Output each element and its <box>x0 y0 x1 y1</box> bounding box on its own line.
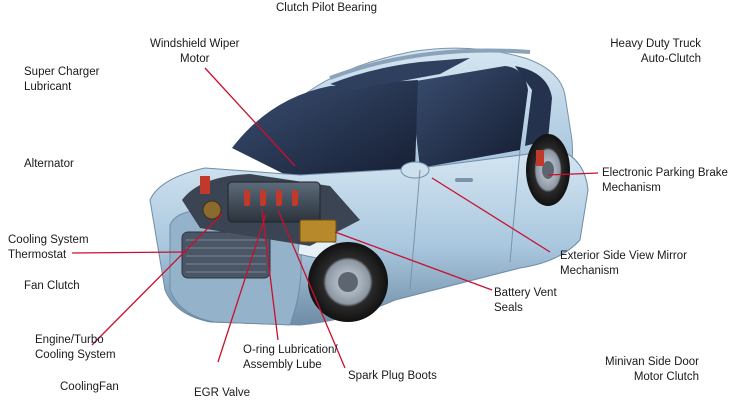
grille <box>181 231 271 279</box>
label-super-charger: Super Charger Lubricant <box>24 66 100 93</box>
side-window <box>410 66 528 168</box>
alternator-part <box>202 200 222 220</box>
leader-electronic-parking-brake <box>547 172 599 176</box>
leader-engine-turbo <box>91 213 223 346</box>
front-wheel <box>308 242 388 322</box>
label-heavy-duty-truck: Heavy Duty Truck Auto-Clutch <box>610 38 701 65</box>
label-electronic-parking-brake: Electronic Parking Brake Mechanism <box>602 167 728 194</box>
leader-oring <box>261 209 279 341</box>
leader-cooling-thermostat <box>71 251 187 254</box>
label-cooling-fan: CoolingFan <box>60 381 119 393</box>
rear-wheel <box>526 134 570 206</box>
rear-window <box>515 66 552 146</box>
reservoir <box>200 176 210 194</box>
leader-exterior-mirror <box>431 177 551 253</box>
label-fan-clutch: Fan Clutch <box>24 280 80 292</box>
label-spark-plug-boots: Spark Plug Boots <box>348 370 437 382</box>
label-windshield-wiper-motor: Windshield Wiper Motor <box>150 38 240 65</box>
label-alternator: Alternator <box>24 158 74 170</box>
label-clutch-pilot-bearing: Clutch Pilot Bearing <box>276 2 377 14</box>
battery <box>299 219 337 243</box>
leader-egr <box>217 213 267 363</box>
leader-spark-plug <box>277 209 346 369</box>
label-cooling-system-thermostat: Cooling System Thermostat <box>8 234 89 261</box>
leader-battery-vent <box>334 231 493 291</box>
windshield <box>232 80 418 182</box>
leader-lines <box>71 67 599 369</box>
sunroof <box>330 58 470 90</box>
label-minivan-side-door: Minivan Side Door Motor Clutch <box>605 356 699 383</box>
leader-windshield-wiper <box>204 67 296 167</box>
side-mirror <box>400 161 430 179</box>
label-engine-turbo-cooling: Engine/Turbo Cooling System <box>35 334 116 361</box>
roof-rail <box>329 48 531 80</box>
engine-block <box>227 181 321 223</box>
label-exterior-side-view-mirror: Exterior Side View Mirror Mechanism <box>560 250 687 277</box>
label-egr-valve: EGR Valve <box>194 387 251 399</box>
label-oring-lubrication: O-ring Lubrication/ Assembly Lube <box>243 344 338 371</box>
label-battery-vent-seals: Battery Vent Seals <box>494 287 557 314</box>
